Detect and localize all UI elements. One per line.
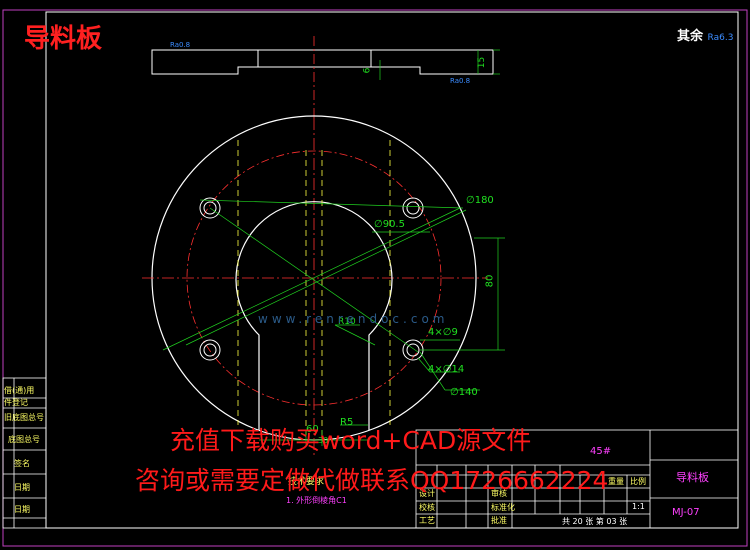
dim-holes-14: 4×∅14 <box>428 364 465 375</box>
dim-30: 30 <box>318 436 329 445</box>
roughness-mark-2: Ra0.8 <box>450 77 471 85</box>
tb-scale-label: 比例 <box>630 477 646 486</box>
side-view <box>151 49 494 75</box>
tb-label-design: 设计 <box>419 489 435 498</box>
dim-d140: ∅140 <box>450 387 478 398</box>
side-label-5: 签名 <box>14 459 30 468</box>
tb-scale: 1:1 <box>632 502 645 511</box>
dim-15: 15 <box>477 56 488 69</box>
side-table <box>2 377 47 529</box>
tb-material: 45# <box>590 446 612 457</box>
tb-weight-label: 重量 <box>608 477 624 486</box>
tech-req-heading: 技术要求 <box>288 477 325 487</box>
side-label-4: 底图总号 <box>8 435 40 444</box>
side-view-dims <box>379 49 500 80</box>
dim-d90-5: ∅90.5 <box>374 219 405 230</box>
dim-r10: R10 <box>338 317 356 327</box>
side-label-1: 借(通)用 <box>4 386 35 395</box>
title-block-grid <box>415 429 739 529</box>
tb-label-standard: 标准化 <box>491 503 515 512</box>
dim-60: 60 <box>306 424 319 435</box>
dimension-lines <box>162 199 505 446</box>
promo-line-2: 咨询或需要定做代做联系QQ1726662224 <box>135 466 609 495</box>
dim-80: 80 <box>484 274 496 288</box>
drawing-title-red: 导料板 <box>24 24 103 54</box>
side-label-6: 日期 <box>14 483 30 492</box>
tb-drawing-no: MJ-07 <box>672 507 700 518</box>
dim-holes-9: 4×∅9 <box>428 327 458 338</box>
roughness-general-label: 其余 <box>677 29 704 44</box>
roughness-general-value: Ra6.3 <box>707 33 734 43</box>
tb-label-approve: 批准 <box>491 516 507 525</box>
tb-label-check: 校核 <box>419 503 435 512</box>
dim-d180: ∅180 <box>466 195 494 206</box>
tb-part-name: 导料板 <box>676 471 709 484</box>
roughness-general-note: 其余 Ra6.3 <box>677 30 733 43</box>
roughness-mark-1: Ra0.8 <box>170 41 191 49</box>
outer-frame <box>2 9 748 547</box>
bolt-holes <box>199 197 424 361</box>
side-label-7: 日期 <box>14 505 30 514</box>
tb-label-process: 工艺 <box>419 516 435 525</box>
slot-outline <box>235 201 393 430</box>
dim-6: 6 <box>362 67 373 74</box>
inner-frame <box>45 11 739 529</box>
tb-sheets: 共 20 张 第 03 张 <box>562 517 628 526</box>
promo-line-1: 充值下载购买word+CAD源文件 <box>170 426 532 455</box>
side-label-3: 旧底图总号 <box>4 413 44 422</box>
tech-req-item: 1. 外形倒棱角C1 <box>286 496 347 505</box>
dim-r5: R5 <box>340 417 354 428</box>
hidden-lines <box>237 140 391 435</box>
side-label-2: 件登记 <box>4 398 28 407</box>
center-lines <box>142 118 488 455</box>
watermark-site: www.renrendoc.com <box>258 312 449 326</box>
tb-label-review: 审核 <box>491 489 507 498</box>
